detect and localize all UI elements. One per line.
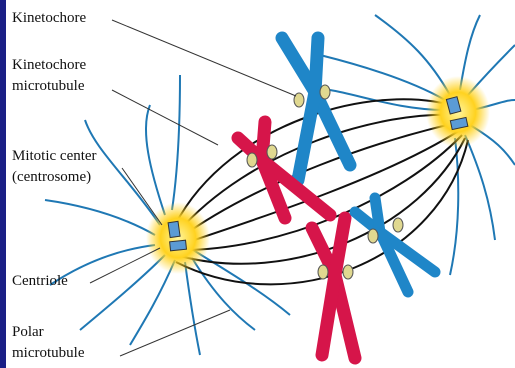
label-kinetochore-microtubule-line1: Kinetochore <box>12 57 86 73</box>
right-centrosome <box>426 76 490 148</box>
label-kinetochore-microtubule-line2: microtubule <box>12 78 85 94</box>
label-kinetochore: Kinetochore <box>12 10 86 26</box>
chromosome-blue-bottom <box>355 198 435 292</box>
centriole-left-b <box>170 240 187 251</box>
right-astral-microtubules <box>320 15 515 275</box>
label-mitotic-center-line2: (centrosome) <box>12 169 91 185</box>
label-centriole: Centriole <box>12 273 68 289</box>
chromosome-red-left <box>238 122 330 218</box>
left-centrosome <box>146 202 210 274</box>
label-polar-microtubule-line2: microtubule <box>12 345 85 361</box>
centriole-left-a <box>168 221 180 237</box>
chromosome-red-bottom <box>312 218 355 358</box>
label-mitotic-center-line1: Mitotic center <box>12 148 97 164</box>
label-polar-microtubule-line1: Polar <box>12 324 44 340</box>
